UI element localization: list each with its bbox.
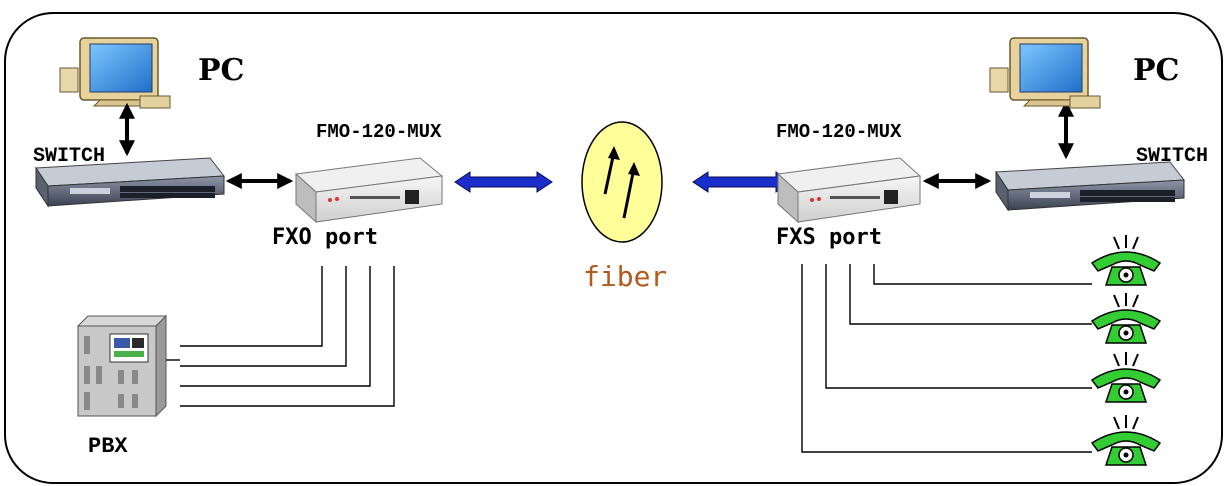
- fiber-label: fiber: [583, 260, 667, 293]
- switch-right-label: SWITCH: [1136, 145, 1208, 168]
- fxs-port-label: FXS port: [776, 225, 882, 250]
- pc-left-label: PC: [198, 53, 244, 88]
- multiplexer-icon: [776, 157, 922, 224]
- telephone-icon: [1090, 293, 1162, 344]
- fiber-optic-icon: [581, 121, 663, 243]
- multiplexer-icon: [294, 157, 444, 224]
- pbx-label: PBX: [88, 434, 128, 459]
- fxo-port-label: FXO port: [272, 225, 378, 250]
- telephone-icon: [1090, 235, 1162, 286]
- pc-icon: [59, 37, 171, 109]
- telephone-4: [1090, 415, 1162, 466]
- fxo-lines: [180, 266, 395, 407]
- telephone-1: [1090, 235, 1162, 286]
- fxs-lines: [801, 264, 1092, 453]
- pc-right-label: PC: [1133, 53, 1179, 88]
- pc-icon: [989, 37, 1101, 109]
- telephone-3: [1090, 352, 1162, 403]
- pbx-cabinet-icon: [76, 314, 168, 418]
- diagram-frame: [4, 12, 1223, 484]
- telephone-2: [1090, 293, 1162, 344]
- mux-left-label: FMO-120-MUX: [316, 121, 442, 143]
- switch-left-label: SWITCH: [33, 145, 105, 168]
- fiber-link-right: [692, 171, 792, 193]
- telephone-icon: [1090, 415, 1162, 466]
- pc-right: [989, 37, 1101, 109]
- mux-right-label: FMO-120-MUX: [776, 121, 902, 143]
- switch-icon: [995, 161, 1185, 212]
- telephone-icon: [1090, 352, 1162, 403]
- switch-icon: [35, 157, 225, 208]
- fiber-link-left: [454, 171, 553, 193]
- pc-left: [59, 37, 171, 109]
